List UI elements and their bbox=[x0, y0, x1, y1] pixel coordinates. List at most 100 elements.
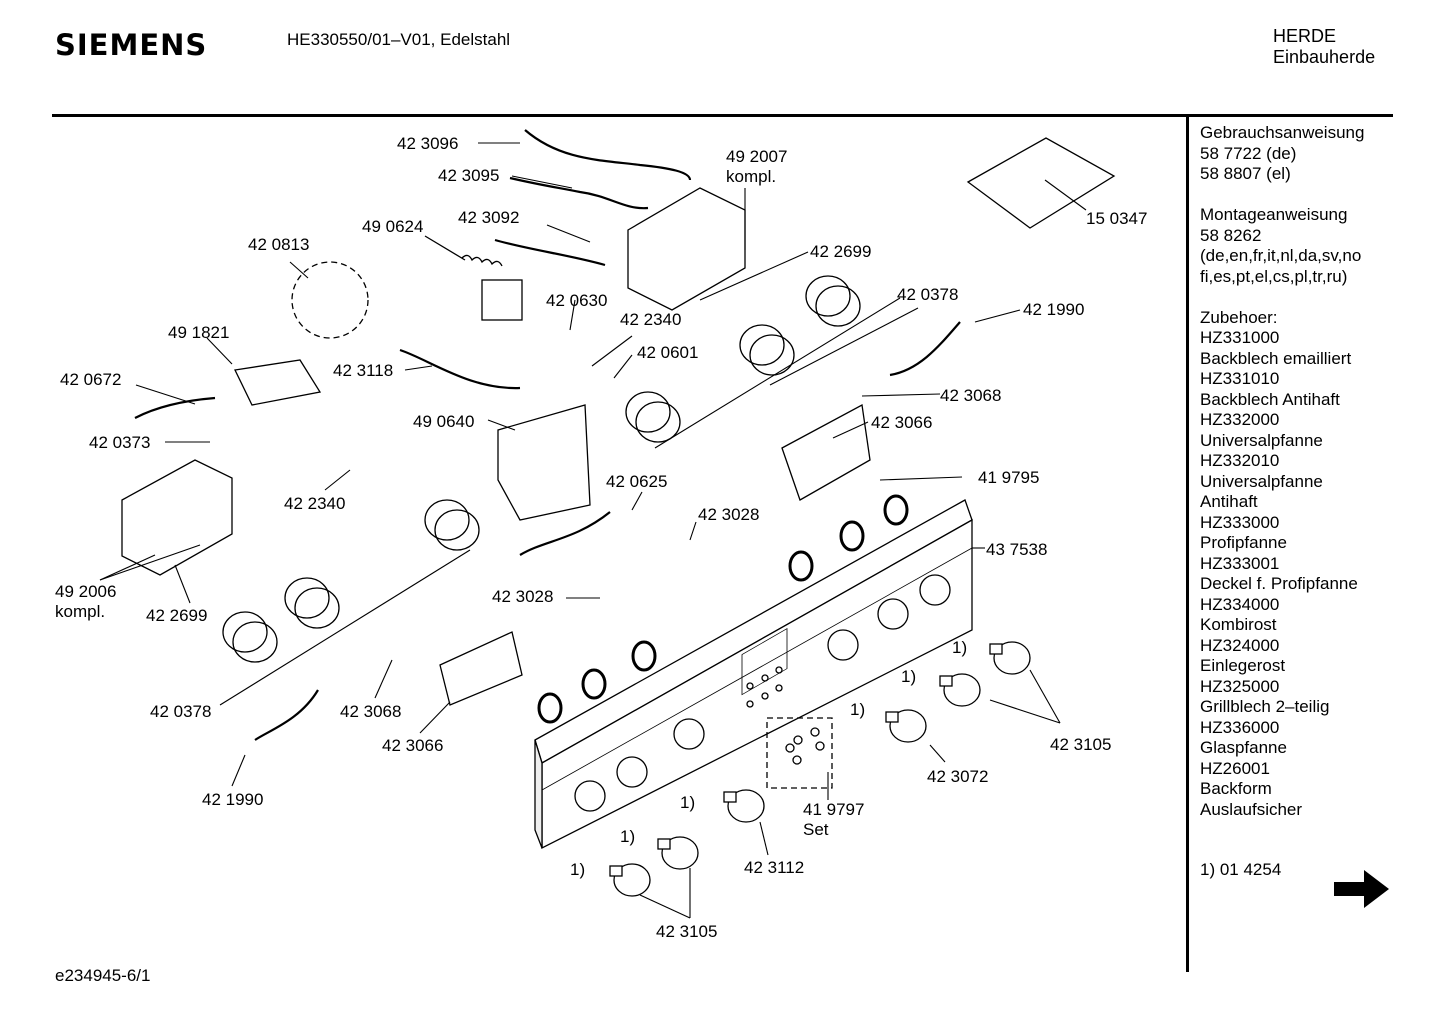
part-label-421990-bot: 42 1990 bbox=[202, 790, 264, 809]
sidebar-line: HZ324000 bbox=[1200, 635, 1280, 655]
part-label-423066: 42 3066 bbox=[871, 413, 933, 432]
part-label-420378-bot: 42 0378 bbox=[150, 702, 212, 721]
part-label-150347: 15 0347 bbox=[1086, 209, 1148, 228]
footnote-marker: 1) bbox=[850, 700, 866, 719]
footnote-marker: 1) bbox=[570, 860, 586, 879]
sidebar-line: HZ332010 bbox=[1200, 451, 1280, 470]
sidebar-line bbox=[1200, 287, 1364, 308]
part-label-421990: 42 1990 bbox=[1023, 300, 1085, 319]
part-label-490624: 49 0624 bbox=[362, 217, 424, 236]
exploded-parts-diagram bbox=[99, 129, 1116, 919]
part-label-420378: 42 0378 bbox=[897, 285, 959, 304]
part-label-419795: 41 9795 bbox=[978, 468, 1040, 487]
knob-housings bbox=[222, 275, 861, 663]
part-label-kompl: kompl. bbox=[726, 167, 777, 186]
sidebar-line: Einlegerost bbox=[1200, 656, 1286, 675]
part-label-423095: 42 3095 bbox=[438, 166, 500, 185]
footnote-marker: 1) bbox=[952, 638, 968, 657]
sidebar-line: 58 7722 (de) bbox=[1200, 143, 1297, 163]
thermostat bbox=[424, 235, 523, 321]
part-label-437538: 43 7538 bbox=[986, 540, 1048, 559]
sidebar-line: fi,es,pt,el,cs,pl,tr,ru) bbox=[1200, 266, 1348, 286]
part-label-kompl-b: kompl. bbox=[55, 602, 106, 621]
sidebar-line: Montageanweisung bbox=[1200, 205, 1348, 224]
footnote-marker: 1) bbox=[680, 793, 696, 812]
sidebar-line: 58 8807 (el) bbox=[1200, 164, 1291, 183]
sidebar-line: 58 8262 bbox=[1200, 225, 1262, 245]
sidebar-line: HZ331000 bbox=[1200, 328, 1280, 347]
next-page-arrow-icon[interactable] bbox=[1334, 868, 1390, 910]
part-label-419797: 41 9797 bbox=[803, 800, 865, 819]
sidebar-line: Kombirost bbox=[1200, 615, 1277, 634]
part-label-492007: 49 2007 bbox=[726, 147, 788, 166]
sidebar-divider bbox=[1186, 117, 1189, 972]
sidebar-line: Gebrauchsanweisung bbox=[1200, 123, 1365, 142]
part-label-422699-bot: 42 2699 bbox=[146, 606, 208, 625]
part-label-420625: 42 0625 bbox=[606, 472, 668, 491]
part-label-423068: 42 3068 bbox=[940, 386, 1002, 405]
sidebar-line bbox=[1200, 185, 1364, 206]
part-label-423112: 42 3112 bbox=[744, 858, 805, 877]
sidebar-line: HZ332000 bbox=[1200, 410, 1280, 429]
sidebar-line: Universalpfanne bbox=[1200, 471, 1323, 491]
footnote-marker: 1) bbox=[620, 827, 636, 846]
part-label-423118: 42 3118 bbox=[333, 361, 394, 380]
sidebar-line: HZ325000 bbox=[1200, 676, 1280, 696]
sidebar-line: Backblech Antihaft bbox=[1200, 389, 1340, 409]
wire-harnesses bbox=[134, 129, 961, 741]
category-line-1: HERDE bbox=[1273, 26, 1337, 46]
part-label-423028: 42 3028 bbox=[698, 505, 760, 524]
part-label-423028-b: 42 3028 bbox=[492, 587, 554, 606]
part-label-492006: 49 2006 bbox=[55, 582, 117, 601]
screw-bag bbox=[966, 137, 1116, 229]
part-label-420373: 42 0373 bbox=[89, 433, 151, 452]
part-label-423066-bot: 42 3066 bbox=[382, 736, 444, 755]
header-divider bbox=[52, 114, 1393, 117]
part-label-423105-right: 42 3105 bbox=[1050, 735, 1112, 754]
detail-circle bbox=[291, 261, 369, 339]
part-label-423096: 42 3096 bbox=[397, 134, 459, 153]
part-label-423092: 42 3092 bbox=[458, 208, 520, 227]
leader-lines bbox=[99, 142, 1087, 919]
sidebar-line: Deckel f. Profipfanne bbox=[1200, 574, 1358, 593]
sidebar-line: Grillblech 2–teilig bbox=[1200, 697, 1330, 716]
part-label-423105-bottom: 42 3105 bbox=[656, 922, 718, 941]
part-label-422340: 42 2340 bbox=[620, 310, 682, 329]
part-label-420813: 42 0813 bbox=[248, 235, 310, 254]
part-label-420672: 42 0672 bbox=[60, 370, 122, 389]
sidebar-line: Auslaufsicher bbox=[1200, 799, 1303, 819]
control-panel bbox=[534, 499, 973, 850]
category-line-2: Einbauherde bbox=[1273, 47, 1376, 67]
sidebar-line: HZ333001 bbox=[1200, 553, 1280, 573]
model-number: HE330550/01–V01, Edelstahl bbox=[287, 30, 511, 49]
sidebar-line: Profipfanne bbox=[1200, 533, 1287, 552]
part-label-420630: 42 0630 bbox=[546, 291, 608, 310]
part-label-set: Set bbox=[803, 820, 829, 839]
part-label-423068-bot: 42 3068 bbox=[340, 702, 402, 721]
part-label-422340-mid: 42 2340 bbox=[284, 494, 346, 513]
sidebar-line: Universalpfanne bbox=[1200, 430, 1323, 450]
sidebar-line: HZ26001 bbox=[1200, 758, 1270, 778]
part-label-490640: 49 0640 bbox=[413, 412, 475, 431]
bezel-rings bbox=[537, 494, 909, 724]
sidebar-line: HZ333000 bbox=[1200, 512, 1280, 532]
footnote-marker: 1) bbox=[901, 667, 917, 686]
document-id: e234945-6/1 bbox=[55, 966, 151, 985]
part-label-491821: 49 1821 bbox=[168, 323, 230, 342]
sidebar-line: Zubehoer: bbox=[1200, 307, 1278, 327]
sidebar-line: Backblech emailliert bbox=[1200, 348, 1352, 368]
sidebar-line: HZ336000 bbox=[1200, 717, 1280, 737]
part-label-420601: 42 0601 bbox=[637, 343, 699, 362]
brand-logo: SIEMENS bbox=[55, 28, 208, 62]
sidebar-line: (de,en,fr,it,nl,da,sv,no bbox=[1200, 246, 1362, 265]
part-label-423072: 42 3072 bbox=[927, 767, 989, 786]
sidebar-line: Antihaft bbox=[1200, 492, 1258, 511]
sidebar-line: Backform bbox=[1200, 779, 1272, 798]
control-knobs bbox=[609, 641, 1031, 897]
category: HERDE Einbauherde bbox=[1273, 26, 1375, 68]
part-label-422699: 42 2699 bbox=[810, 242, 872, 261]
sidebar-line: HZ331010 bbox=[1200, 369, 1280, 388]
footnote: 1) 01 4254 bbox=[1200, 860, 1282, 879]
sidebar-line: HZ334000 bbox=[1200, 594, 1280, 614]
